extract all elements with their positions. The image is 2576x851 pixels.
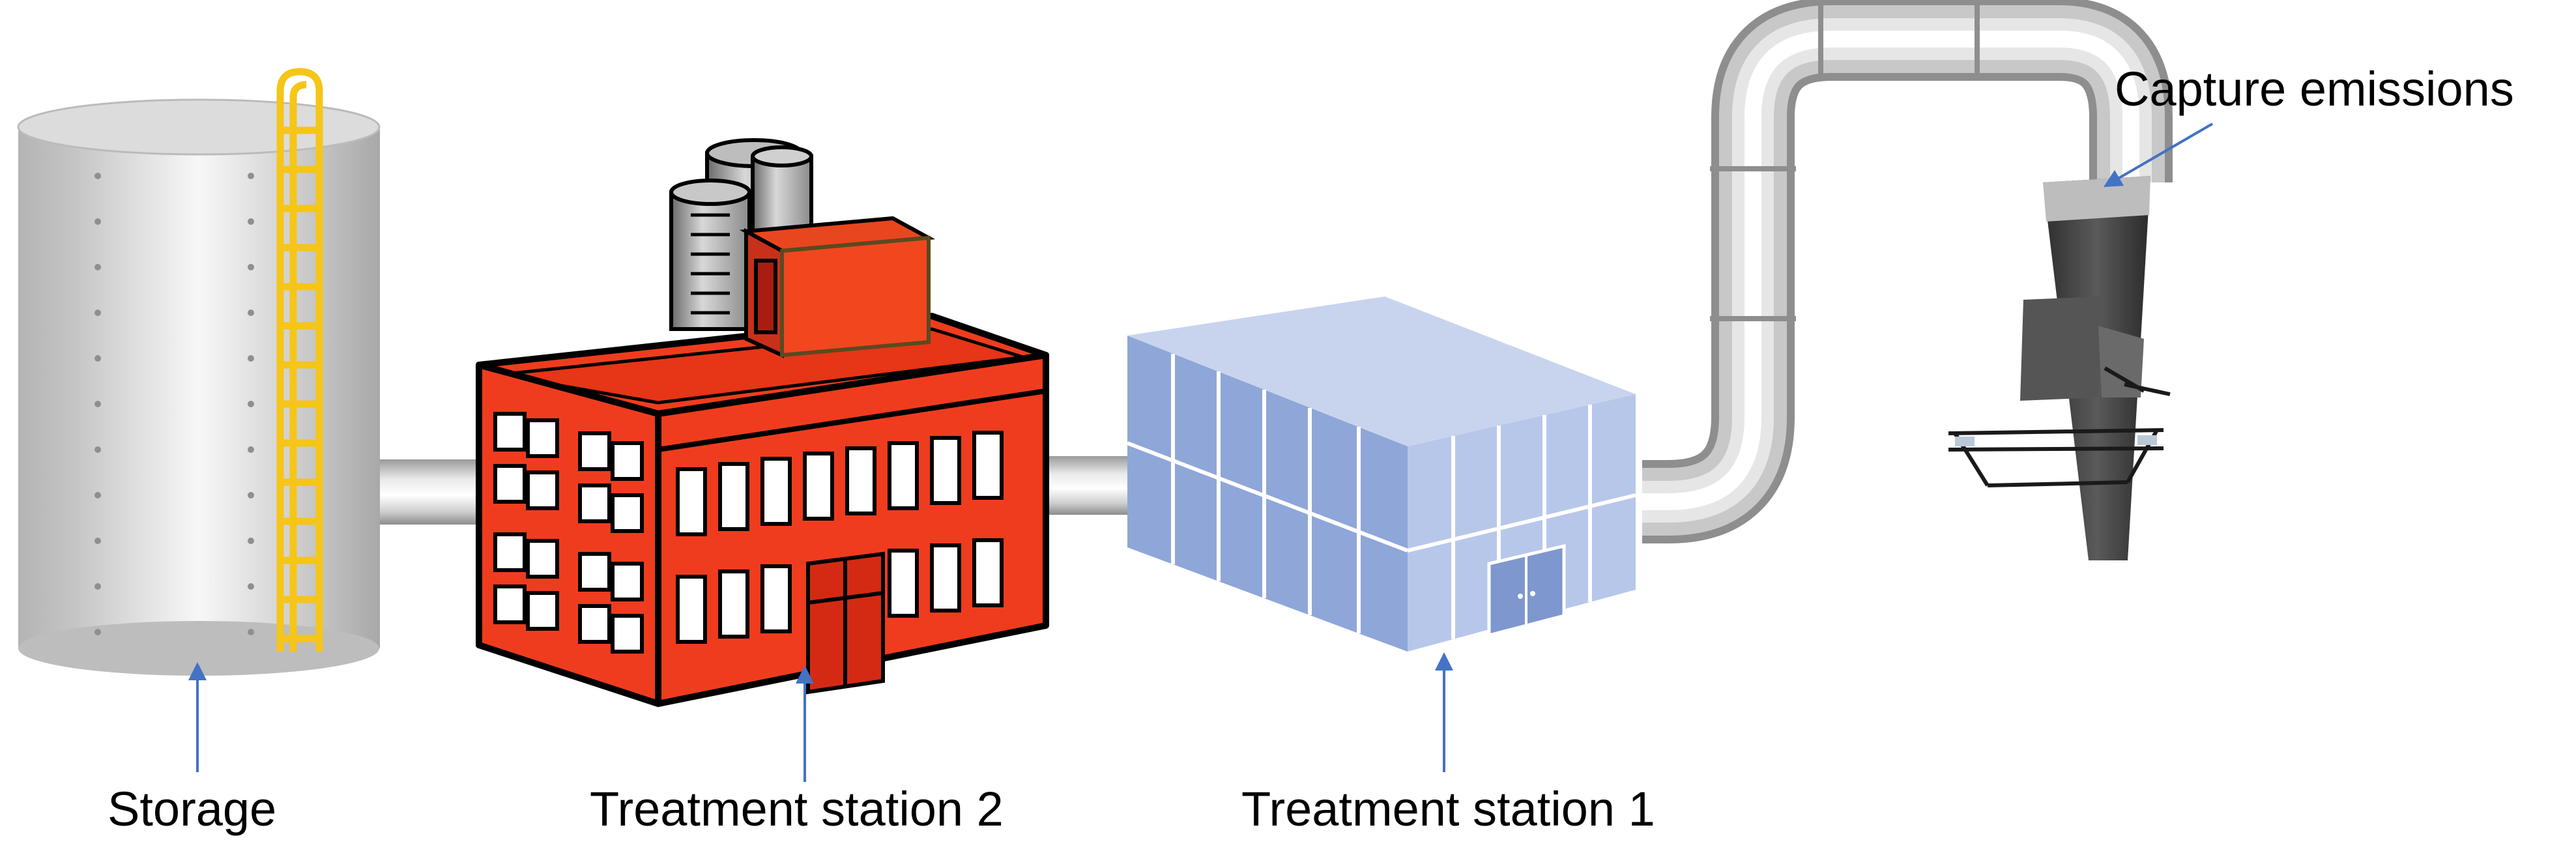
arrow-capture-emissions — [2103, 123, 2214, 188]
glass-building — [1126, 296, 1636, 652]
label-storage: Storage — [108, 782, 277, 836]
tank-ladder — [276, 68, 323, 652]
factory-door — [806, 551, 885, 695]
factory-rooftop-box — [739, 216, 936, 358]
glass-building-door — [1487, 543, 1566, 638]
pipe-factory-to-building — [1036, 456, 1140, 515]
factory-windows — [493, 412, 1004, 654]
label-treatment-station-1: Treatment station 1 — [1241, 782, 1655, 836]
storage-tank — [17, 98, 381, 676]
label-capture-emissions: Capture emissions — [2115, 62, 2514, 116]
pipe-building-to-stack — [1642, 0, 2173, 543]
emission-stack — [1948, 176, 2171, 560]
pipe-tank-to-factory — [365, 459, 489, 525]
label-treatment-station-2: Treatment station 2 — [590, 782, 1004, 836]
